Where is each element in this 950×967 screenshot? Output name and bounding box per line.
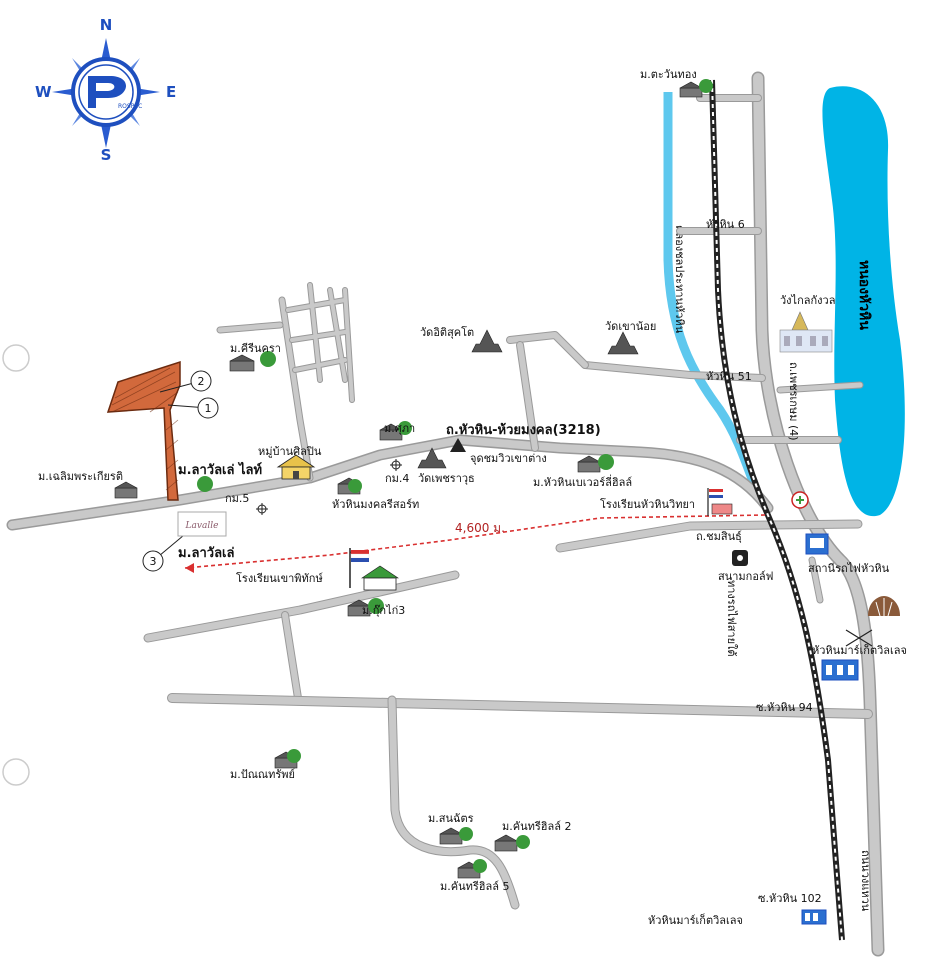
ring-road-label: ถนนวงแหวน <box>859 850 872 912</box>
tree-icon <box>699 79 713 93</box>
compass-south: S <box>101 146 112 164</box>
parcel-hatch <box>111 367 179 491</box>
artist-village-icon <box>276 454 316 480</box>
label-market-village-2: หัวหินมาร์เก็ตวิลเลจ <box>648 913 743 927</box>
house-icon <box>379 423 403 441</box>
km-post-icon <box>256 503 268 515</box>
label-main-road: ถ.หัวหิน-ห้วยมงคล(3218) <box>446 422 601 438</box>
palace-icon <box>779 311 833 353</box>
compass-west: W <box>35 83 52 101</box>
compass-brand: ROSPEC <box>118 103 142 110</box>
label-panyasap: ม.ปัณณทรัพย์ <box>230 768 295 781</box>
label-market-village: หัวหินมาร์เก็ตวิลเลจ <box>812 643 907 657</box>
label-silapin: หมู่บ้านศิลปิน <box>258 445 322 458</box>
label-ta-wan-thong: ม.ตะวันทอง <box>640 68 697 81</box>
label-chaloem: ม.เฉลิมพระเกียรติ <box>38 470 123 483</box>
svg-text:2: 2 <box>198 375 205 388</box>
label-wang-klai: วังไกลกังวล <box>780 294 835 307</box>
road-network <box>6 71 885 957</box>
tree-icon <box>459 827 473 841</box>
binder-hole-bottom <box>2 758 30 786</box>
canal-label: คลองชลประทานหัวหิน <box>673 225 686 334</box>
market-icon <box>821 659 859 681</box>
label-km4: กม.4 <box>385 472 409 485</box>
tree-icon <box>348 479 362 493</box>
label-viewpoint: จุดชมวิวเขาต่าง <box>470 452 547 465</box>
label-wat-phet: วัดเพชราวุธ <box>418 472 475 485</box>
label-soi-94: ซ.หัวหิน 94 <box>756 701 813 714</box>
compass-north: N <box>100 16 113 34</box>
label-km5: กม.5 <box>225 492 249 505</box>
phetkasem-label: ถ.เพชรเกษม (4) <box>787 362 800 441</box>
tree-icon <box>260 351 276 367</box>
svg-text:Lavalle: Lavalle <box>185 521 219 531</box>
house-icon <box>577 455 601 473</box>
label-country-hill-2: ม.คันทรีฮิลล์ 2 <box>502 820 571 833</box>
railway-label: ทางรถไฟสายใต้ <box>725 580 738 657</box>
project-parcel <box>106 360 181 501</box>
school-icon <box>349 548 399 591</box>
lake-nong-hua-hin <box>822 86 905 517</box>
label-soi-6: หัวหิน 6 <box>706 218 745 231</box>
house-icon <box>494 834 518 852</box>
label-soi-102: ซ.หัวหิน 102 <box>758 892 822 905</box>
compass-rose: ROSPEC N S E W <box>35 16 176 164</box>
label-wat-khao-noi: วัดเขาน้อย <box>605 320 656 333</box>
tree-icon <box>473 859 487 873</box>
route-arrowhead <box>185 563 194 573</box>
market-icon <box>801 909 827 925</box>
route-distance-line <box>184 514 766 569</box>
rail-crossing-icon <box>845 629 873 647</box>
svg-text:1: 1 <box>205 402 212 415</box>
golf-icon <box>732 550 748 566</box>
station-icon <box>805 533 829 555</box>
temple-icon <box>471 329 503 353</box>
viewpoint-icon <box>450 438 466 452</box>
label-lavalle: ม.ลาวัลเล่ <box>178 546 234 561</box>
compass-east: E <box>166 83 176 101</box>
marker-1: 1 <box>167 397 219 419</box>
lavalle-sign: Lavalle <box>177 511 227 537</box>
label-wat-ittisukato: วัดอิติสุคโต <box>420 325 474 339</box>
tree-icon <box>598 454 614 470</box>
distance-label: 4,600 ม. <box>455 521 505 535</box>
label-chomsin: ถ.ชมสินธุ์ <box>696 530 742 543</box>
temple-icon <box>417 447 447 469</box>
svg-text:3: 3 <box>150 555 157 568</box>
tree-icon <box>398 421 412 435</box>
house-icon <box>229 354 255 372</box>
tree-icon <box>368 598 384 614</box>
hotel-logo-icon <box>868 596 900 617</box>
house-icon <box>114 481 138 499</box>
house-icon <box>679 81 703 98</box>
label-school-huahin: โรงเรียนหัวหินวิทยา <box>600 497 695 511</box>
label-sonchatra: ม.สนฉัตร <box>428 812 474 825</box>
label-kirinkra: ม.คีรีนครา <box>230 342 281 355</box>
lake-label: หนองหัวหิน <box>856 260 872 330</box>
police-icon <box>791 491 809 509</box>
label-lavalle-light: ม.ลาวัลเล่ ไลท์ <box>178 461 262 478</box>
km-post-icon <box>390 459 402 471</box>
label-country-hill-5: ม.คันทรีฮิลล์ 5 <box>440 880 509 893</box>
temple-icon <box>607 331 639 355</box>
label-soi-51: หัวหิน 51 <box>706 370 752 383</box>
house-icon <box>439 827 463 845</box>
label-m-supa: ม.ศุภา <box>384 422 415 435</box>
tree-icon <box>287 749 301 763</box>
tree-icon <box>516 835 530 849</box>
railway-line <box>709 79 845 941</box>
marker-2: 2 <box>159 370 212 393</box>
label-golf: สนามกอล์ฟ <box>718 570 773 583</box>
school-icon <box>707 488 733 516</box>
label-mongkol-resort: หัวหินมงคลรีสอร์ท <box>332 498 419 511</box>
tree-icon <box>197 476 213 492</box>
label-station: สถานีรถไฟหัวหิน <box>808 562 890 575</box>
label-beverly: ม.หัวหินเบเวอร์ลี่ฮิลล์ <box>533 474 632 489</box>
binder-hole-top <box>2 344 30 372</box>
label-school-khao: โรงเรียนเขาพิทักษ์ <box>236 571 323 585</box>
label-kukkai: ม.กุ๊กไก่3 <box>362 604 405 617</box>
